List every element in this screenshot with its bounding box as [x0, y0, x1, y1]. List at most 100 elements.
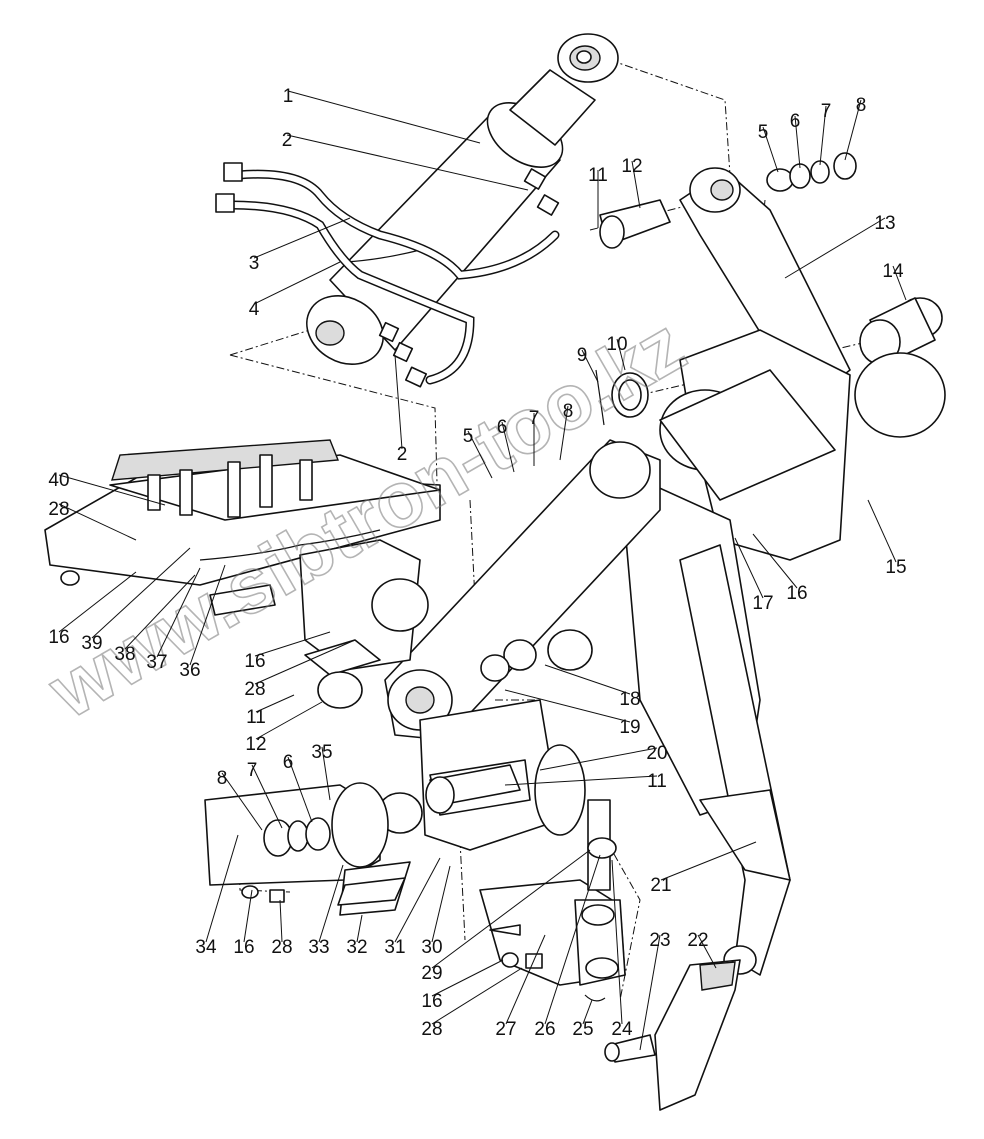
leader-line-c16d — [243, 889, 253, 943]
side-plate-assembly — [204, 782, 411, 916]
leader-line-c34 — [205, 834, 239, 943]
leader-line-c21 — [660, 841, 757, 881]
callout-c28c: 28 — [271, 937, 292, 958]
callout-c7c: 7 — [247, 760, 258, 781]
callout-c32: 32 — [346, 937, 367, 958]
callout-c29: 29 — [421, 963, 442, 984]
callout-c28b: 28 — [244, 679, 265, 700]
leader-line-c26 — [544, 854, 601, 1025]
leader-line-c2b — [394, 354, 403, 450]
callout-c26: 26 — [534, 1019, 555, 1040]
leader-line-c16b — [254, 631, 331, 657]
leader-line-c7c — [251, 764, 283, 829]
callout-c6c: 6 — [283, 752, 294, 773]
callout-c15: 15 — [885, 557, 906, 578]
callout-c5b: 5 — [463, 426, 474, 447]
leader-line-c9 — [581, 349, 599, 383]
leader-line-c6a — [794, 115, 801, 169]
leader-line-c22 — [697, 934, 717, 969]
leader-line-c16c — [752, 533, 798, 589]
callout-c11c: 11 — [647, 771, 667, 792]
leader-line-c12a — [631, 160, 641, 209]
callout-c19: 19 — [619, 717, 640, 738]
callout-c35: 35 — [311, 742, 332, 763]
callout-c7b: 7 — [529, 408, 540, 429]
upper-pin-set — [595, 152, 943, 426]
leader-lines — [58, 90, 907, 1051]
leader-line-c5a — [762, 126, 779, 173]
leader-line-c8b — [559, 405, 569, 461]
callout-c10: 10 — [606, 334, 627, 355]
callout-c16a: 16 — [48, 627, 69, 648]
leader-line-c3 — [253, 217, 351, 259]
callout-c13: 13 — [874, 213, 895, 234]
callout-c31: 31 — [384, 937, 405, 958]
leader-line-c15 — [867, 499, 897, 563]
callout-c8c: 8 — [217, 768, 228, 789]
callout-c39: 39 — [81, 633, 102, 654]
leader-line-c40 — [58, 474, 166, 506]
callout-c2b: 2 — [397, 444, 408, 465]
leader-line-c16a — [58, 571, 137, 633]
callout-c22: 22 — [687, 930, 708, 951]
leader-line-c29 — [431, 849, 591, 969]
leader-line-c28d — [431, 967, 523, 1025]
leader-line-c25 — [582, 999, 593, 1025]
leader-line-c38 — [124, 574, 196, 650]
leader-line-c12b — [255, 701, 323, 740]
callout-c16b: 16 — [244, 651, 265, 672]
callout-c28d: 28 — [421, 1019, 442, 1040]
callout-c24: 24 — [611, 1019, 633, 1040]
callout-c36: 36 — [179, 660, 200, 681]
callout-c28a: 28 — [48, 499, 69, 520]
leader-line-c19 — [504, 689, 631, 723]
callout-c9: 9 — [577, 345, 588, 366]
callout-c33: 33 — [308, 937, 329, 958]
mounting-frame — [44, 439, 441, 616]
leader-line-c5b — [467, 430, 493, 479]
leader-line-c33 — [318, 864, 344, 943]
tooth-assembly — [479, 799, 741, 1111]
callout-c11a: 11 — [588, 165, 608, 186]
leader-line-c8c — [221, 772, 263, 831]
hydraulic-cylinder — [306, 33, 619, 365]
leader-line-c17 — [734, 537, 764, 599]
leader-line-c1 — [287, 90, 481, 144]
leader-line-c7a — [819, 105, 827, 166]
lower-bracket — [299, 539, 586, 851]
callout-c17: 17 — [752, 593, 773, 614]
callout-c2a: 2 — [282, 130, 293, 151]
leader-line-c11c — [504, 775, 658, 786]
callout-c27: 27 — [495, 1019, 516, 1040]
leader-line-c11b — [255, 694, 295, 713]
leader-line-c4 — [253, 261, 341, 305]
leader-line-c8a — [844, 99, 862, 161]
leader-line-c37 — [156, 567, 201, 658]
leader-line-c27 — [505, 934, 546, 1025]
leader-line-c28c — [279, 899, 283, 943]
leader-line-c20 — [539, 747, 658, 771]
leader-line-c31 — [394, 857, 441, 943]
callout-c16d: 16 — [233, 937, 254, 958]
callout-c6a: 6 — [790, 111, 801, 132]
leader-line-c2a — [286, 134, 529, 191]
callout-c25: 25 — [572, 1019, 593, 1040]
leader-line-c28a — [58, 503, 137, 541]
callout-c1: 1 — [283, 86, 294, 107]
callout-c11b: 11 — [246, 707, 266, 728]
leader-line-c36 — [189, 564, 226, 666]
callout-c16c: 16 — [786, 583, 807, 604]
callout-c30: 30 — [421, 937, 442, 958]
leader-line-c30 — [431, 865, 451, 943]
callout-c3: 3 — [249, 253, 260, 274]
leader-line-c13 — [784, 217, 886, 279]
callout-c21: 21 — [650, 875, 671, 896]
callout-c7a: 7 — [821, 101, 832, 122]
callout-c6b: 6 — [497, 417, 508, 438]
callout-c34: 34 — [195, 937, 217, 958]
leader-line-c35 — [321, 746, 331, 801]
leader-line-c6c — [287, 756, 313, 823]
callout-c40: 40 — [48, 470, 69, 491]
leader-line-c39 — [91, 547, 191, 639]
